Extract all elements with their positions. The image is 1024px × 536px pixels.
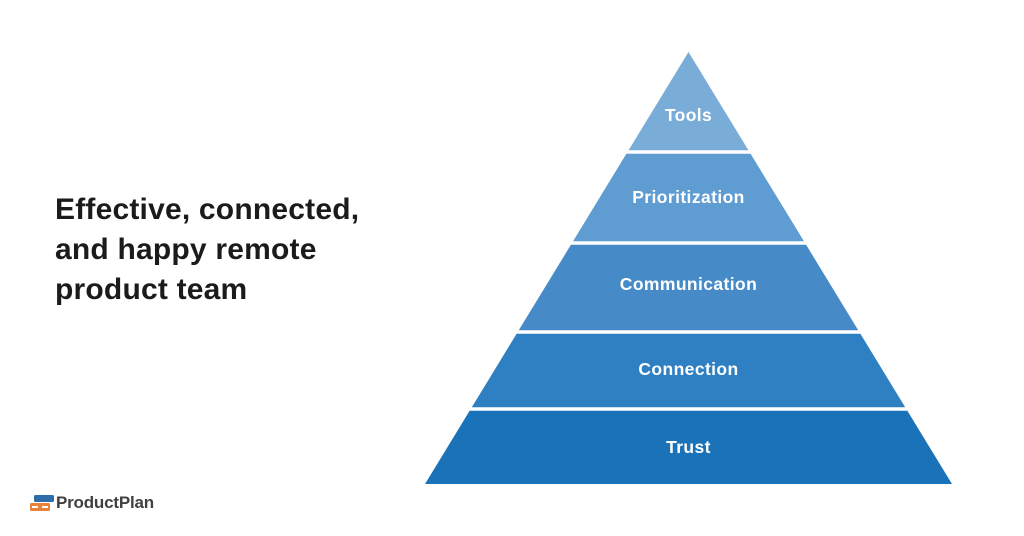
productplan-logo-text: ProductPlan <box>56 493 154 512</box>
pyramid-level-label-connection: Connection <box>638 359 738 379</box>
productplan-logo: ProductPlan <box>30 493 154 513</box>
pyramid-level-label-trust: Trust <box>666 437 711 457</box>
headline-line-1: Effective, connected, <box>55 193 360 226</box>
logo-bar-blue <box>34 494 54 502</box>
pyramid-level-label-tools: Tools <box>665 105 712 125</box>
pyramid-level-tools <box>628 52 749 151</box>
pyramid-level-connection <box>471 333 906 408</box>
pyramid-level-communication <box>518 244 859 331</box>
pyramid-level-trust <box>425 410 952 484</box>
headline-line-3: product team <box>55 273 248 306</box>
pyramid-level-label-communication: Communication <box>620 274 757 294</box>
productplan-roadmap-bars-icon <box>30 494 54 512</box>
headline: Effective, connected, and happy remote p… <box>55 190 475 310</box>
logo-bar-orange <box>30 502 50 511</box>
pyramid-level-label-prioritization: Prioritization <box>632 187 745 207</box>
headline-line-2: and happy remote <box>55 233 317 266</box>
logo-bar-dashed-line <box>32 505 48 508</box>
pyramid-level-prioritization <box>573 153 804 242</box>
